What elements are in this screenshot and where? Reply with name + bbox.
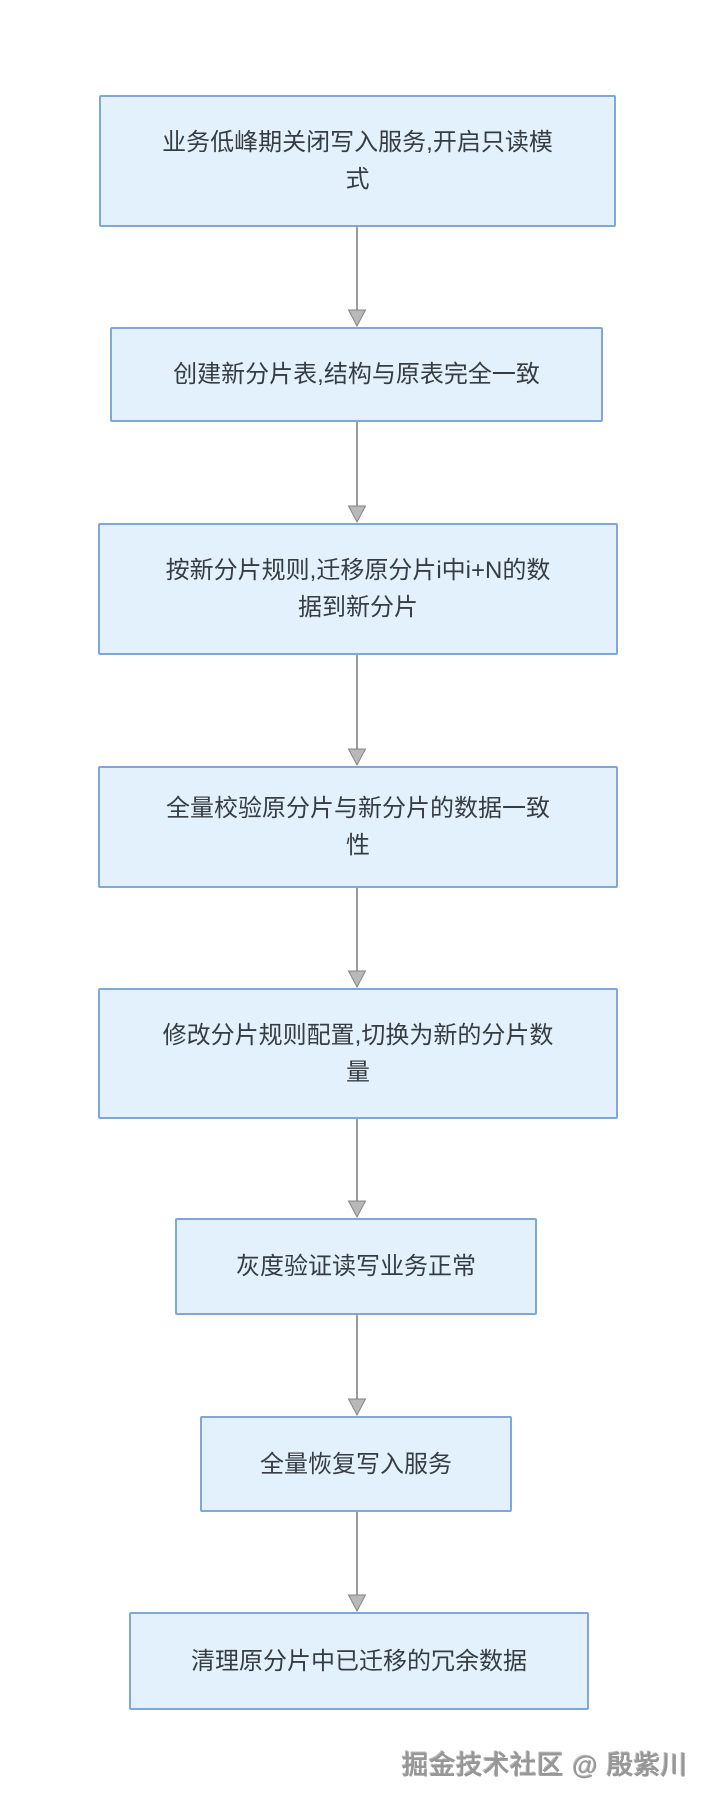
down-arrow-4 <box>347 888 367 988</box>
flow-step-5-label: 修改分片规则配置,切换为新的分片数量 <box>162 1021 554 1086</box>
down-arrow-7 <box>347 1512 367 1612</box>
arrow-head-icon <box>347 748 367 766</box>
flow-step-4-label: 全量校验原分片与新分片的数据一致性 <box>166 795 550 859</box>
arrow-head-icon <box>347 970 367 988</box>
down-arrow-1 <box>347 227 367 327</box>
flow-step-7-label: 全量恢复写入服务 <box>260 1450 452 1478</box>
flow-step-7: 全量恢复写入服务 <box>200 1416 512 1512</box>
flow-step-1: 业务低峰期关闭写入服务,开启只读模式 <box>99 95 616 227</box>
flow-step-4: 全量校验原分片与新分片的数据一致性 <box>98 766 618 888</box>
flow-step-8-label: 清理原分片中已迁移的冗余数据 <box>191 1647 527 1675</box>
down-arrow-2 <box>347 422 367 523</box>
watermark-text: 掘金技术社区 @ 殷紫川 <box>402 1750 688 1780</box>
flow-step-2-label: 创建新分片表,结构与原表完全一致 <box>173 361 540 388</box>
arrow-head-icon <box>347 1398 367 1416</box>
flow-step-3: 按新分片规则,迁移原分片i中i+N的数据到新分片 <box>98 523 618 655</box>
down-arrow-3 <box>347 655 367 766</box>
flow-step-8: 清理原分片中已迁移的冗余数据 <box>129 1612 589 1710</box>
arrow-head-icon <box>347 505 367 523</box>
flow-step-6: 灰度验证读写业务正常 <box>175 1218 537 1315</box>
flow-step-6-label: 灰度验证读写业务正常 <box>236 1253 476 1280</box>
flow-step-5: 修改分片规则配置,切换为新的分片数量 <box>98 988 618 1119</box>
flow-step-1-label: 业务低峰期关闭写入服务,开启只读模式 <box>162 129 553 193</box>
arrow-head-icon <box>347 309 367 327</box>
arrow-head-icon <box>347 1594 367 1612</box>
down-arrow-6 <box>347 1315 367 1416</box>
flow-step-3-label: 按新分片规则,迁移原分片i中i+N的数据到新分片 <box>165 557 551 621</box>
down-arrow-5 <box>347 1119 367 1218</box>
arrow-head-icon <box>347 1200 367 1218</box>
flow-step-2: 创建新分片表,结构与原表完全一致 <box>110 327 603 422</box>
